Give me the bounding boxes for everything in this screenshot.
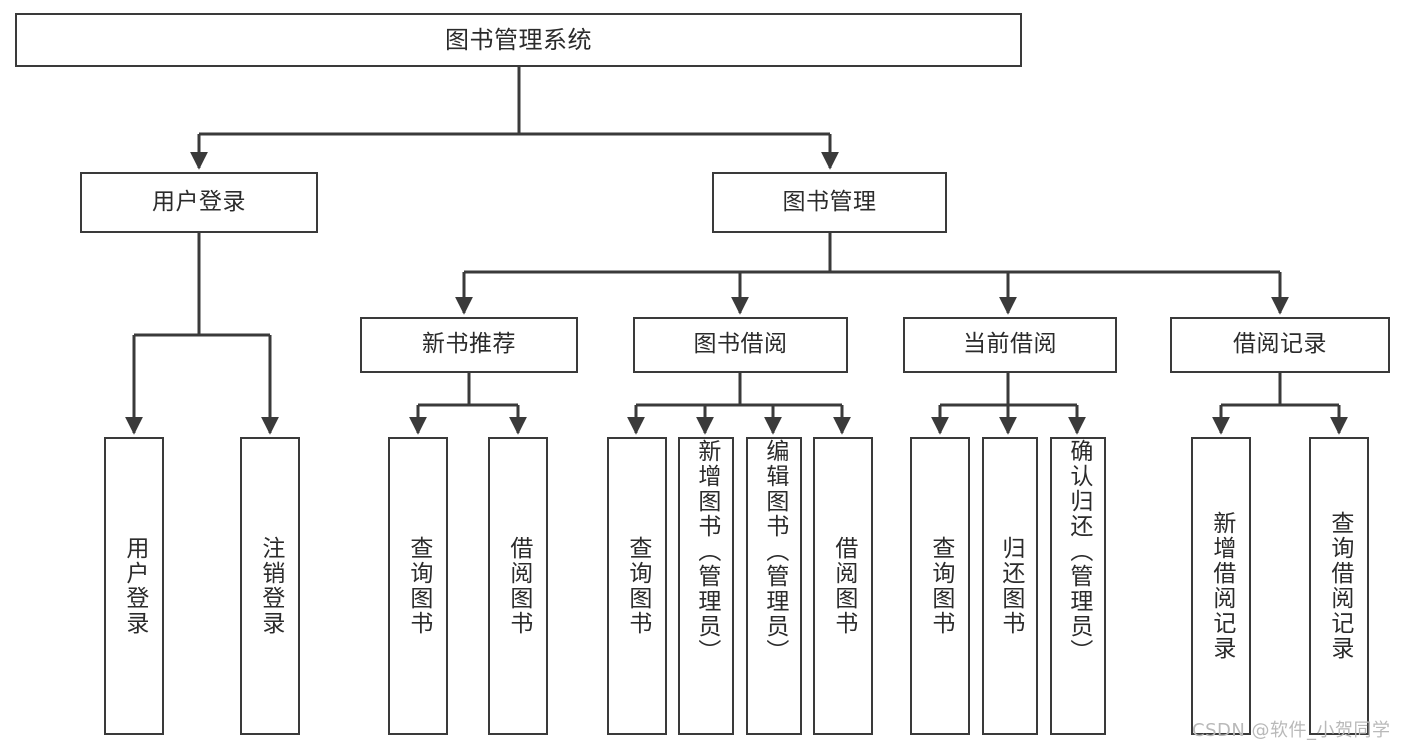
node-current-borrow[interactable]: 当前借阅 <box>903 317 1117 373</box>
leaf-logout[interactable]: 注销登录 <box>240 437 300 735</box>
leaf-borrow-book[interactable]: 借阅图书 <box>813 437 873 735</box>
node-book-borrow[interactable]: 图书借阅 <box>633 317 848 373</box>
leaf-query-book-newbook[interactable]: 查询图书 <box>388 437 448 735</box>
leaf-user-login[interactable]: 用户登录 <box>104 437 164 735</box>
leaf-return-book-label: 归还图书 <box>997 536 1024 636</box>
leaf-query-book-borrow[interactable]: 查询图书 <box>607 437 667 735</box>
leaf-confirm-return-admin-label: 确认归还（管理员） <box>1065 439 1092 664</box>
node-root-label: 图书管理系统 <box>445 25 592 54</box>
leaf-query-borrow-record-label: 查询借阅记录 <box>1326 511 1353 661</box>
leaf-add-borrow-record[interactable]: 新增借阅记录 <box>1191 437 1251 735</box>
leaf-query-book-borrow-label: 查询图书 <box>624 536 651 636</box>
node-book-borrow-label: 图书借阅 <box>693 331 788 358</box>
leaf-user-login-label: 用户登录 <box>121 536 148 636</box>
leaf-add-borrow-record-label: 新增借阅记录 <box>1208 511 1235 661</box>
watermark-text: CSDN @软件_小贺同学 <box>1192 720 1391 741</box>
node-book-management-label: 图书管理 <box>782 188 877 215</box>
leaf-add-book-admin-label: 新增图书（管理员） <box>693 439 720 664</box>
leaf-logout-label: 注销登录 <box>257 536 284 636</box>
leaf-edit-book-admin[interactable]: 编辑图书（管理员） <box>746 437 802 735</box>
leaf-edit-book-admin-label: 编辑图书（管理员） <box>761 439 788 664</box>
node-new-book-recommend[interactable]: 新书推荐 <box>360 317 578 373</box>
leaf-query-book-current-label: 查询图书 <box>927 536 954 636</box>
node-new-book-recommend-label: 新书推荐 <box>422 331 516 358</box>
node-user-login-label: 用户登录 <box>152 188 246 215</box>
node-user-login[interactable]: 用户登录 <box>80 172 318 233</box>
leaf-borrow-book-label: 借阅图书 <box>830 536 857 636</box>
leaf-add-book-admin[interactable]: 新增图书（管理员） <box>678 437 734 735</box>
leaf-query-book-current[interactable]: 查询图书 <box>910 437 970 735</box>
node-root[interactable]: 图书管理系统 <box>15 13 1022 67</box>
leaf-query-borrow-record[interactable]: 查询借阅记录 <box>1309 437 1369 735</box>
node-book-management[interactable]: 图书管理 <box>712 172 947 233</box>
node-current-borrow-label: 当前借阅 <box>963 331 1057 358</box>
node-borrow-records[interactable]: 借阅记录 <box>1170 317 1390 373</box>
leaf-return-book[interactable]: 归还图书 <box>982 437 1038 735</box>
node-borrow-records-label: 借阅记录 <box>1233 331 1327 358</box>
leaf-confirm-return-admin[interactable]: 确认归还（管理员） <box>1050 437 1106 735</box>
leaf-query-book-newbook-label: 查询图书 <box>405 536 432 636</box>
leaf-borrow-book-newbook-label: 借阅图书 <box>505 536 532 636</box>
leaf-borrow-book-newbook[interactable]: 借阅图书 <box>488 437 548 735</box>
